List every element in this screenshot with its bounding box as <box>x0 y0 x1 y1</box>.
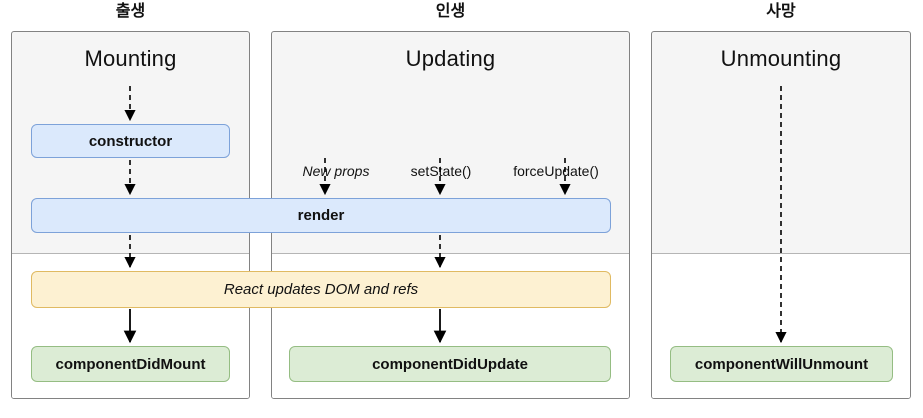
panel-title-unmounting: Unmounting <box>720 46 842 71</box>
panel-title-updating: Updating <box>405 46 496 71</box>
panel-unmounting: Unmounting <box>651 31 911 399</box>
render-box: render <box>31 198 611 233</box>
column-header-birth: 출생 <box>115 3 146 20</box>
trigger-label-forceupdate: forceUpdate() <box>513 163 599 179</box>
trigger-label-new-props: New props <box>302 163 370 179</box>
component-will-unmount-box: componentWillUnmount <box>670 346 893 382</box>
trigger-label-setstate: setState() <box>410 163 472 179</box>
column-header-death: 사망 <box>766 3 796 20</box>
react-updates-dom-box: React updates DOM and refs <box>31 271 611 308</box>
component-did-mount-box: componentDidMount <box>31 346 230 382</box>
constructor-box: constructor <box>31 124 230 158</box>
component-did-update-box: componentDidUpdate <box>289 346 611 382</box>
column-header-life: 인생 <box>435 3 466 20</box>
panel-title-mounting: Mounting <box>84 46 177 71</box>
